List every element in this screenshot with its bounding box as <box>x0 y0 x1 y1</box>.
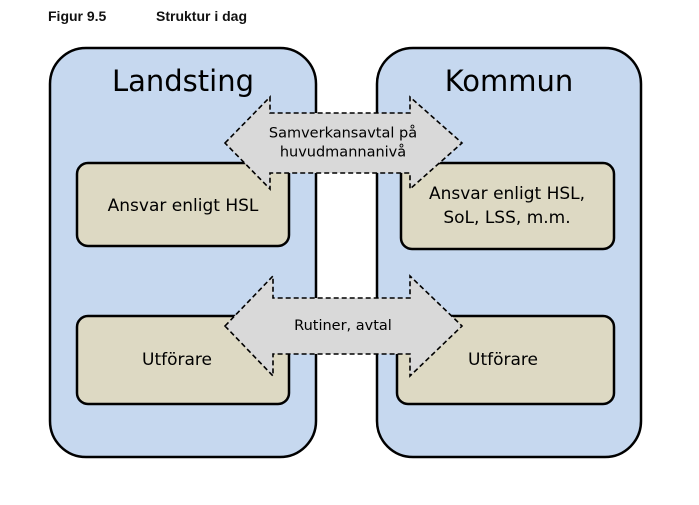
landsting-responsibility-label: Ansvar enligt HSL <box>108 196 259 216</box>
kommun-responsibility-box <box>399 161 616 251</box>
kommun-title: Kommun <box>445 64 574 98</box>
kommun-provider-box <box>395 314 616 406</box>
label-line: Rutiner, avtal <box>294 318 392 334</box>
top-double-arrow <box>223 95 464 191</box>
landsting-title: Landsting <box>112 64 254 98</box>
label-line: Utförare <box>468 350 538 370</box>
figure-number: Figur 9.5 <box>48 8 107 24</box>
landsting-provider-label: Utförare <box>142 350 212 370</box>
label-line: Ansvar enligt HSL, <box>429 184 585 204</box>
label-line: Utförare <box>142 350 212 370</box>
top-arrow-label: Samverkansavtal på huvudmannanivå <box>269 125 417 161</box>
label-line: Samverkansavtal på <box>269 125 417 142</box>
landsting-responsibility-box <box>75 161 291 248</box>
kommun-provider-label: Utförare <box>468 350 538 370</box>
bottom-arrow-label: Rutiner, avtal <box>294 318 392 334</box>
label-line: Ansvar enligt HSL <box>108 196 259 216</box>
kommun-responsibility-label: Ansvar enligt HSL, SoL, LSS, m.m. <box>429 184 585 228</box>
bottom-double-arrow <box>223 274 464 378</box>
label-line: SoL, LSS, m.m. <box>443 208 570 228</box>
figure-title: Struktur i dag <box>156 8 248 24</box>
label-line: huvudmannanivå <box>280 144 406 161</box>
